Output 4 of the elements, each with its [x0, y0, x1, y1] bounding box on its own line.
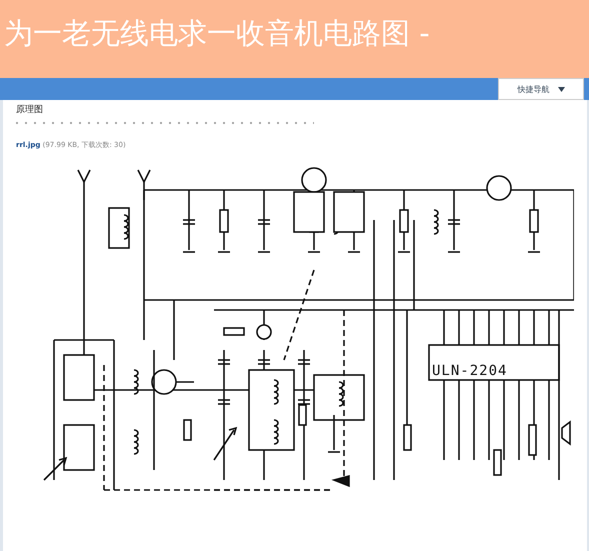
page-title: 为一老无线电求一收音机电路图 - — [4, 15, 430, 52]
chip-label: ULN-2204 — [432, 363, 508, 379]
section-heading: 原理图 — [16, 104, 43, 116]
quick-navigation-button: 快捷导航 — [498, 78, 584, 100]
